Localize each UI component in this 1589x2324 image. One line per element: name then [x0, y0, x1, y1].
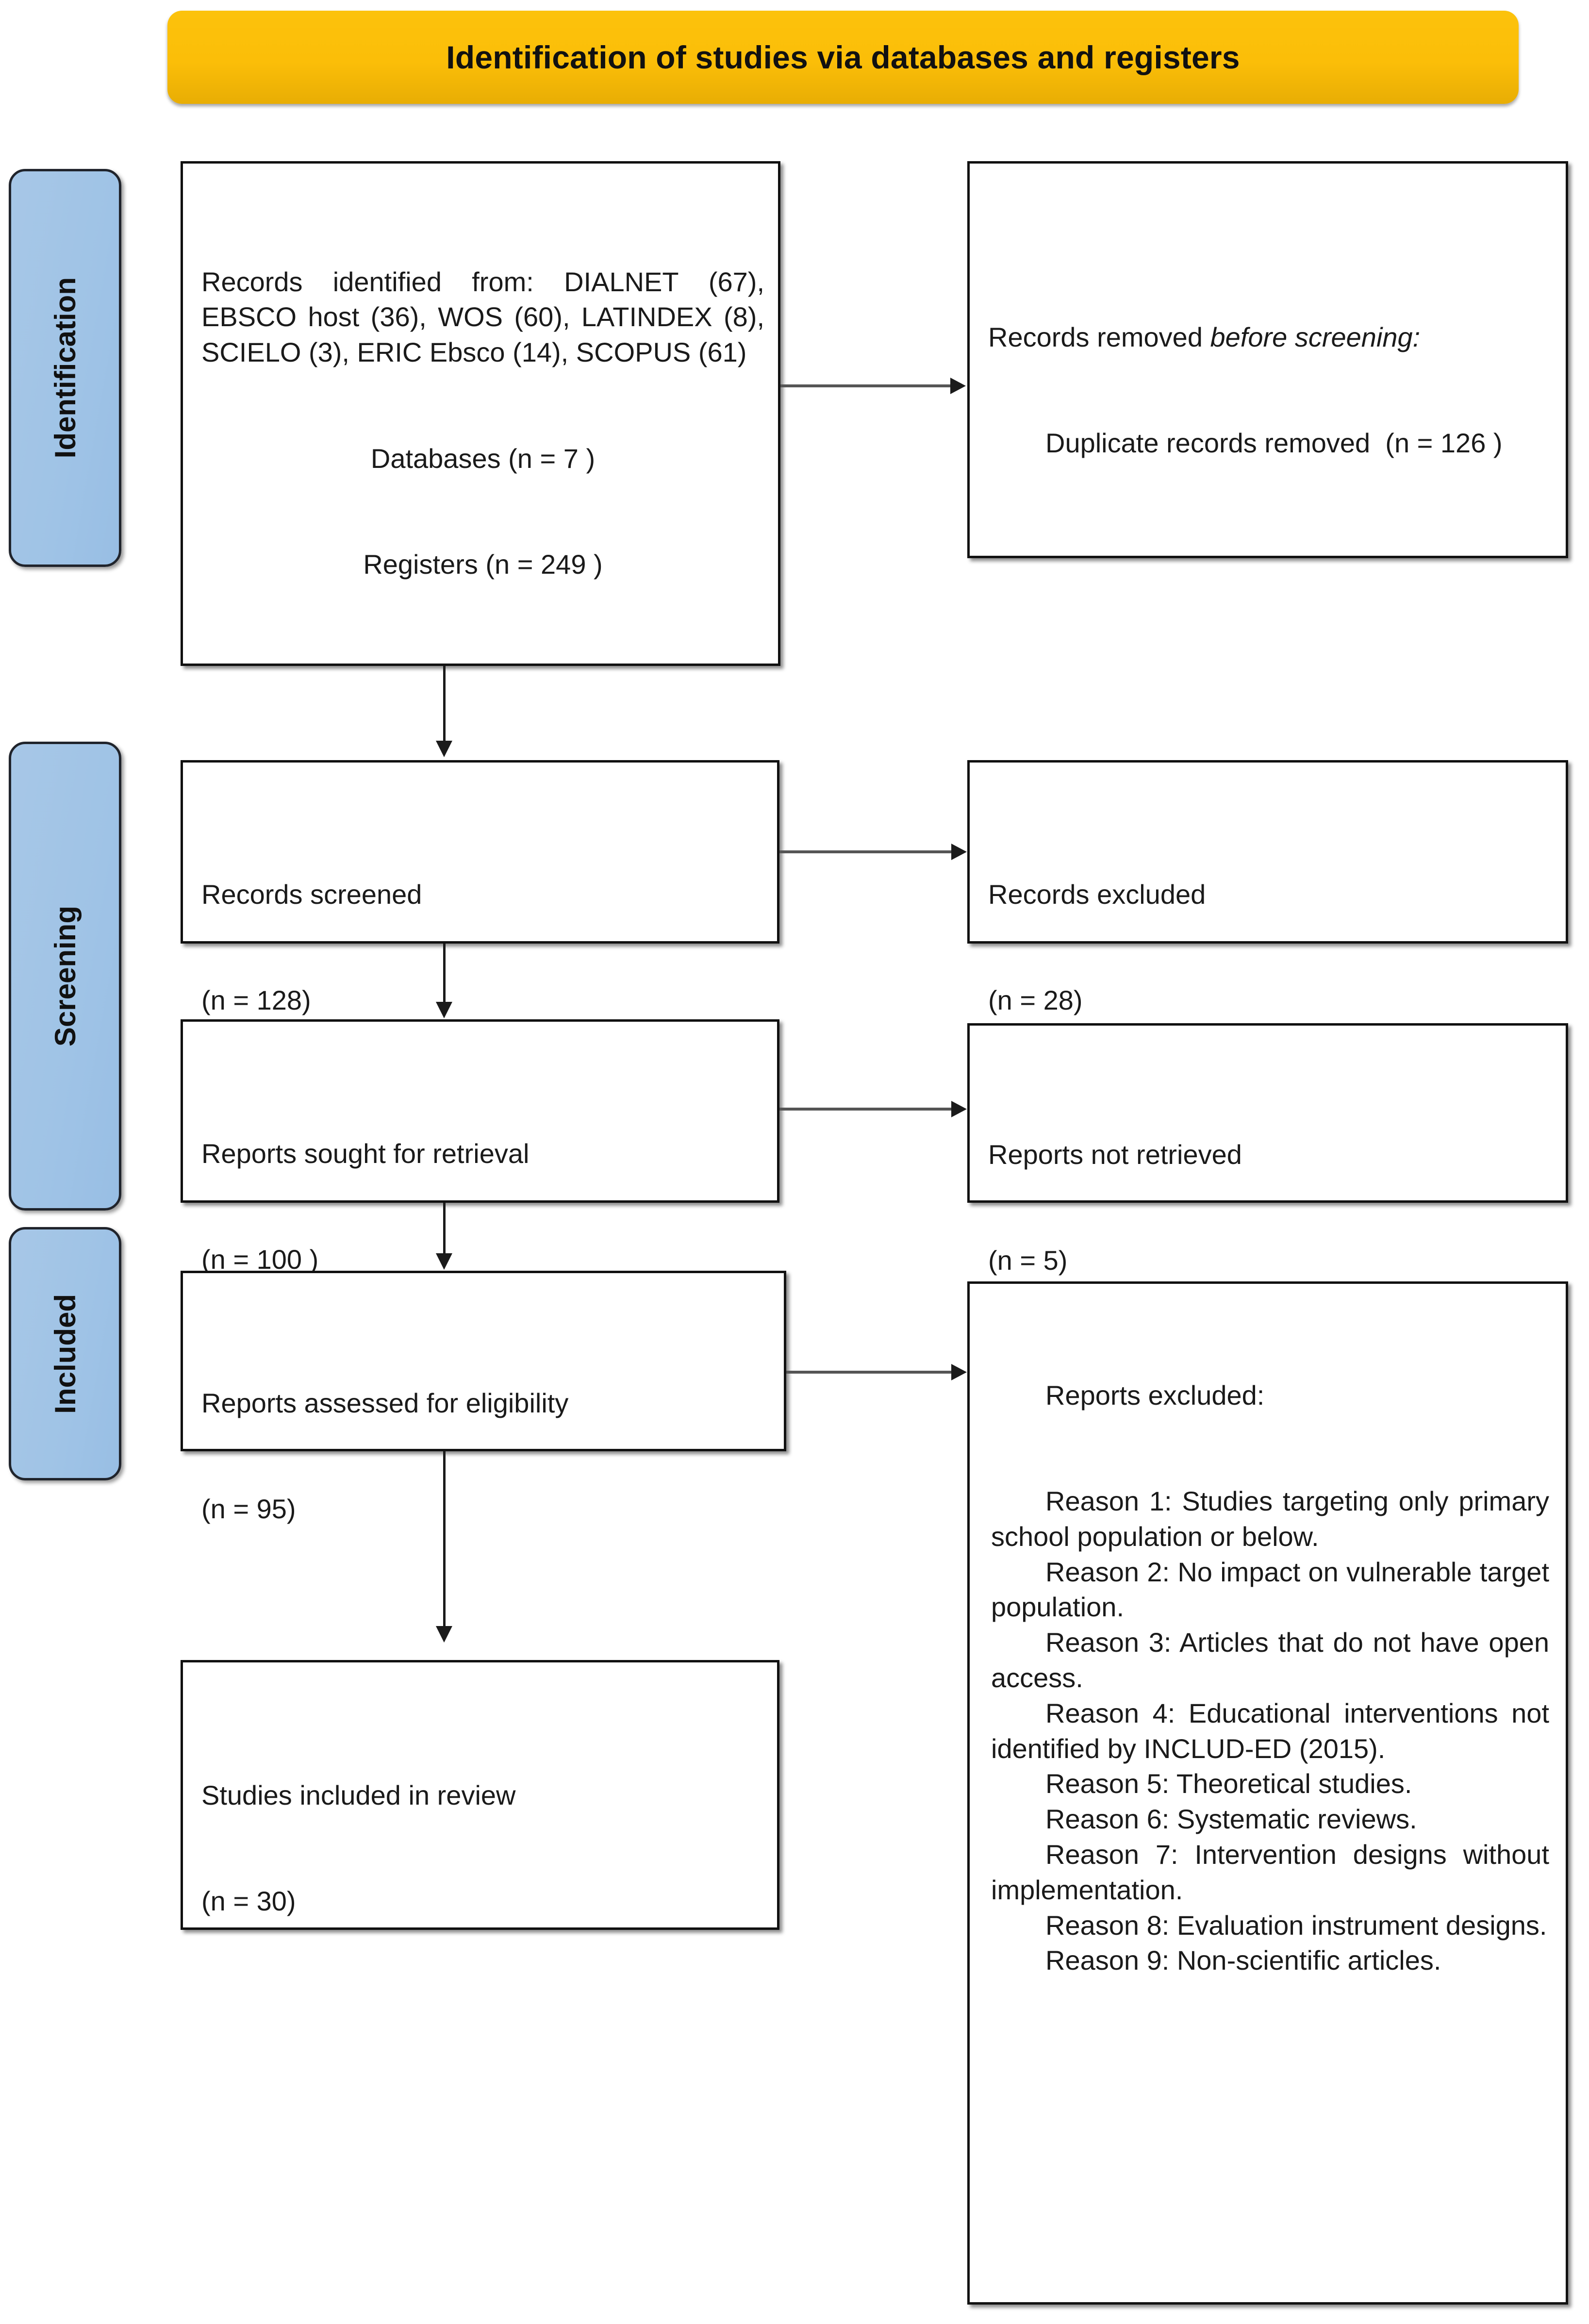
reports-not-retrieved-label: Reports not retrieved [988, 1139, 1242, 1170]
reason-item: Reason 2: No impact on vulnerable target… [991, 1556, 1557, 1623]
arrow-sought-to-not-retrieved-head [951, 1101, 967, 1117]
reports-assessed-label: Reports assessed for eligibility [201, 1387, 569, 1418]
records-excluded-count: (n = 28) [988, 984, 1083, 1015]
stage-tab-screening-label: Screening [49, 905, 82, 1047]
stage-tab-identification-label: Identification [49, 277, 82, 459]
records-removed-detail: Duplicate records removed (n = 126 ) [1045, 427, 1503, 458]
connector-identified-to-removed [780, 384, 951, 387]
diagram-header-banner: Identification of studies via databases … [167, 11, 1519, 104]
box-records-excluded-text: Records excluded (n = 28) [988, 806, 1552, 1089]
records-identified-registers: Registers (n = 249 ) [363, 548, 603, 580]
box-reports-assessed-eligibility: Reports assessed for eligibility (n = 95… [181, 1271, 786, 1524]
records-removed-colon: : [1412, 321, 1421, 352]
box-records-removed: Records removed before screening: Duplic… [967, 161, 1568, 558]
box-reports-sought: Reports sought for retrieval (n = 100 ) [181, 1019, 779, 1275]
reports-assessed-count: (n = 95) [201, 1493, 296, 1524]
stage-tab-included: Included [9, 1227, 121, 1480]
reason-item: Reason 1: Studies targeting only primary… [991, 1485, 1557, 1552]
spacer [201, 653, 764, 710]
arrow-eligibility-to-reasons-head [951, 1364, 967, 1380]
records-removed-lead: Records removed [988, 321, 1210, 352]
connector-sought-to-eligibility [443, 1203, 446, 1254]
reports-not-retrieved-count: (n = 5) [988, 1245, 1068, 1276]
arrow-identified-to-removed-head [950, 378, 966, 394]
arrow-screened-to-excluded-head [951, 844, 967, 860]
reports-sought-count: (n = 100 ) [201, 1244, 319, 1275]
records-screened-count: (n = 128) [201, 984, 311, 1015]
records-excluded-label: Records excluded [988, 879, 1206, 910]
box-studies-included: Studies included in review (n = 30) [181, 1660, 779, 1930]
box-records-screened: Records screened (n = 128) [181, 760, 779, 1015]
box-records-removed-text: Records removed before screening: Duplic… [988, 249, 1552, 531]
connector-eligibility-to-included [443, 1451, 446, 1627]
records-removed-italic: before screening [1210, 321, 1413, 352]
studies-included-count: (n = 30) [201, 1885, 296, 1916]
box-reports-not-retrieved-text: Reports not retrieved (n = 5) [988, 1066, 1552, 1349]
reports-sought-label: Reports sought for retrieval [201, 1138, 530, 1169]
box-reports-not-retrieved: Reports not retrieved (n = 5) [967, 1023, 1568, 1276]
records-identified-databases: Databases (n = 7 ) [370, 443, 596, 474]
reason-item: Reason 7: Intervention designs without i… [991, 1839, 1557, 1905]
records-removed-lead-line: Records removed before screening: [988, 320, 1552, 355]
connector-sought-to-not-retrieved [779, 1108, 952, 1111]
stage-tab-identification: Identification [9, 169, 121, 567]
reason-item: Reason 4: Educational interventions not … [991, 1697, 1557, 1764]
box-reports-assessed-text: Reports assessed for eligibility (n = 95… [201, 1315, 770, 1597]
reason-item: Reason 8: Evaluation instrument designs. [1045, 1909, 1547, 1941]
arrow-identified-to-screened-head [436, 741, 452, 757]
box-reports-excluded-reasons-text: Reports excluded: Reason 1: Studies targ… [991, 1307, 1549, 2049]
connector-eligibility-to-reasons [786, 1371, 952, 1374]
box-reports-excluded-reasons: Reports excluded: Reason 1: Studies targ… [967, 1281, 1568, 2305]
banner-title: Identification of studies via databases … [446, 39, 1240, 75]
reports-excluded-heading: Reports excluded: [1045, 1379, 1265, 1411]
reason-item: Reason 6: Systematic reviews. [1045, 1804, 1417, 1835]
reason-item: Reason 5: Theoretical studies. [1045, 1768, 1412, 1799]
reports-excluded-reason-list: Reason 1: Studies targeting only primary… [991, 1484, 1549, 1978]
box-records-excluded: Records excluded (n = 28) [967, 760, 1568, 1015]
records-identified-sources: Records identified from: DIALNET (67), E… [201, 266, 772, 368]
box-records-identified-text: Records identified from: DIALNET (67), E… [201, 194, 764, 993]
connector-screened-to-sought [443, 944, 446, 1003]
studies-included-label: Studies included in review [201, 1779, 516, 1810]
arrow-eligibility-to-included-head [436, 1626, 452, 1643]
connector-identified-to-screened [443, 666, 446, 742]
records-screened-label: Records screened [201, 879, 422, 910]
stage-tab-included-label: Included [49, 1294, 82, 1414]
arrow-screened-to-sought-head [436, 1002, 452, 1018]
reason-item: Reason 9: Non-scientific articles. [1045, 1945, 1441, 1976]
box-records-identified: Records identified from: DIALNET (67), E… [181, 161, 780, 919]
arrow-sought-to-eligibility-head [436, 1253, 452, 1270]
box-records-screened-text: Records screened (n = 128) [201, 806, 763, 1089]
box-reports-sought-text: Reports sought for retrieval (n = 100 ) [201, 1065, 763, 1348]
stage-tab-screening: Screening [9, 742, 121, 1211]
reason-item: Reason 3: Articles that do not have open… [991, 1627, 1557, 1693]
box-studies-included-text: Studies included in review (n = 30) [201, 1707, 763, 1990]
connector-screened-to-excluded [779, 850, 952, 853]
